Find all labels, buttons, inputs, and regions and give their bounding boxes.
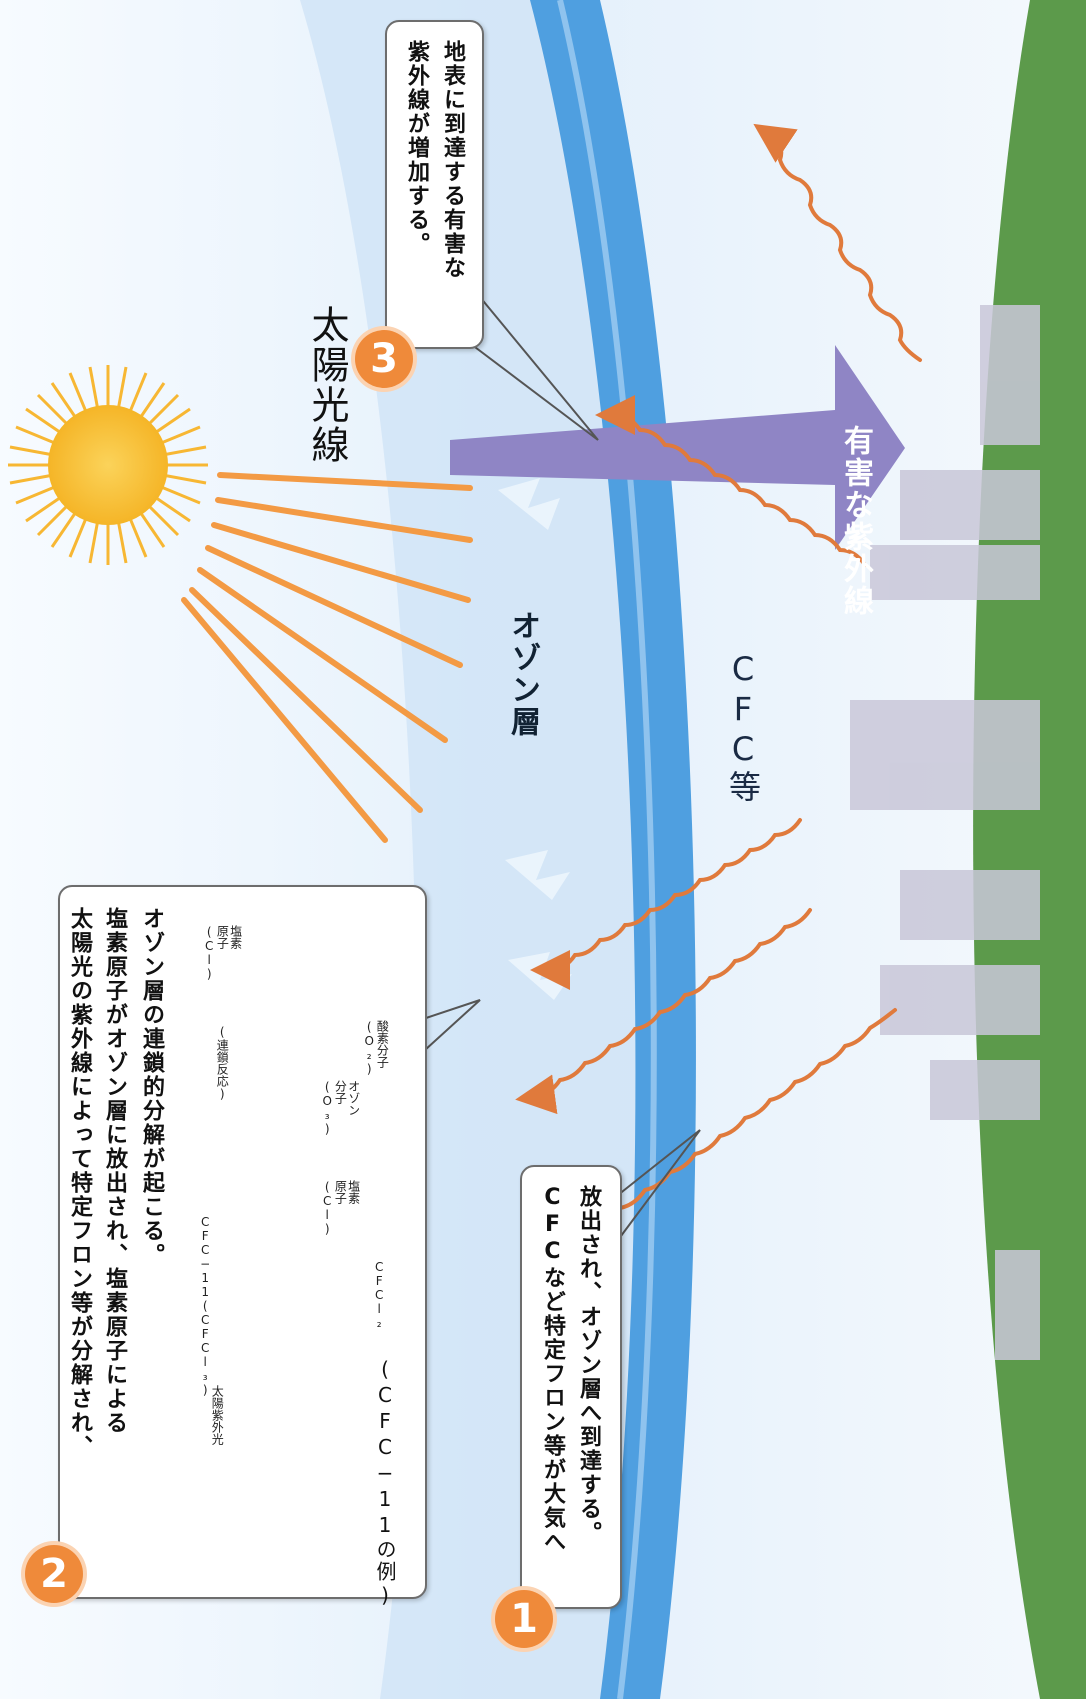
sunlight-label: 太陽光線 xyxy=(305,305,349,465)
reaction-caption: (CFC−11の例) xyxy=(373,1357,397,1609)
cfc11-label: CFC−11(CFCl₃) xyxy=(198,1215,213,1397)
oxygen-molecule-line: (O₂) xyxy=(362,1020,377,1076)
ozone-layer-label: オゾン層 xyxy=(505,610,540,738)
callout-1-pointer xyxy=(617,1129,701,1241)
step-2-badge: 2 xyxy=(25,1545,83,1603)
harmful-uv-label: 有害な紫外線 xyxy=(838,425,873,617)
oxygen-molecule-label: 酸素分子 (O₂) xyxy=(362,1020,390,1076)
callout-step-1: CFCなど特定フロン等が大気へ 放出され、オゾン層へ到達する。 xyxy=(520,1165,622,1609)
ozone-molecule-line: オゾン xyxy=(346,1080,361,1116)
callout-3-pointer xyxy=(454,284,599,441)
ozone-molecule-line: 分子 xyxy=(333,1080,348,1104)
chlorine-1-line: 原子 xyxy=(333,1180,348,1204)
cfcl2-label: CFCl₂ xyxy=(372,1260,387,1330)
cfc-label: CFC等 xyxy=(724,650,762,804)
ozone-molecule-line: (O₃) xyxy=(320,1080,335,1136)
step-2-line-1: 太陽光の紫外線によって特定フロン等が分解され、 xyxy=(67,907,92,1459)
chain-reaction-label: (連鎖反応) xyxy=(215,1025,230,1101)
callout-step-2: 太陽光の紫外線によって特定フロン等が分解され、 塩素原子がオゾン層に放出され、塩… xyxy=(58,885,427,1609)
sun xyxy=(8,365,208,565)
step-1-line-1: CFCなど特定フロン等が大気へ xyxy=(540,1185,565,1554)
chlorine-2-line: 原子 xyxy=(215,925,230,949)
step-1-badge: 1 xyxy=(495,1590,553,1648)
chlorine-2-line: 塩素 xyxy=(228,925,243,949)
chlorine-1-line: 塩素 xyxy=(346,1180,361,1204)
uv-waves xyxy=(515,123,922,1242)
sun-rays xyxy=(181,472,473,843)
chlorine-atom-2-label: 塩素 原子 (Cl) xyxy=(202,925,242,981)
ozone-hole xyxy=(498,478,560,530)
chlorine-2-line: (Cl) xyxy=(202,925,217,981)
sunlight-uv-label: 太陽紫外光 xyxy=(210,1385,225,1445)
step-2-line-2: 塩素原子がオゾン層に放出され、塩素原子による xyxy=(102,907,127,1435)
step-2-line-3: オゾン層の連鎖的分解が起こる。 xyxy=(139,907,164,1267)
step-3-line-2: 紫外線が増加する。 xyxy=(404,40,429,256)
ozone-molecule-label: オゾン 分子 (O₃) xyxy=(320,1080,360,1136)
oxygen-molecule-line: 酸素分子 xyxy=(375,1020,390,1068)
chlorine-1-line: (Cl) xyxy=(320,1180,335,1236)
step-3-badge: 3 xyxy=(355,330,413,388)
step-1-line-2: 放出され、オゾン層へ到達する。 xyxy=(576,1185,601,1545)
step-3-line-1: 地表に到達する有害な xyxy=(440,40,465,280)
chlorine-atom-1-label: 塩素 原子 (Cl) xyxy=(320,1180,360,1236)
callout-step-3: 地表に到達する有害な 紫外線が増加する。 xyxy=(385,20,484,349)
ozone-hole xyxy=(505,850,570,900)
callout-2-pointer xyxy=(419,999,481,1051)
buildings xyxy=(850,305,1040,1360)
